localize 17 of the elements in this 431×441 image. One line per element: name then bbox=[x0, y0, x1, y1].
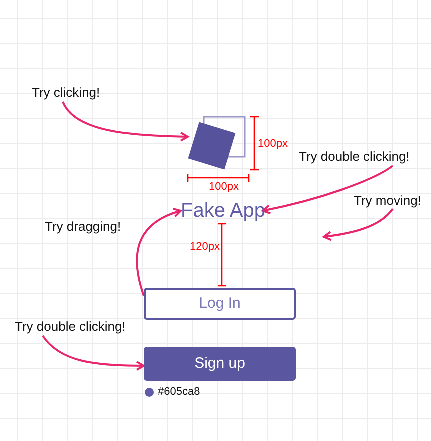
annotation-text: Try double clicking! bbox=[299, 148, 421, 166]
dimension-label: 100px bbox=[209, 181, 239, 193]
arrow bbox=[262, 165, 394, 214]
arrow bbox=[323, 208, 394, 242]
dimension-label: 100px bbox=[258, 138, 288, 150]
app-title: Fake App bbox=[181, 199, 263, 223]
annotation-text: Try clicking! bbox=[32, 84, 112, 102]
sign-up-button: Sign up bbox=[144, 347, 296, 381]
log-in-button: Log In bbox=[144, 288, 296, 320]
annotation-text: Try double clicking! bbox=[15, 318, 137, 336]
arrow bbox=[42, 335, 145, 371]
annotation-text: Try moving! bbox=[354, 193, 424, 209]
annotation-text: Try dragging! bbox=[45, 218, 122, 236]
arrow bbox=[136, 208, 182, 296]
arrow bbox=[62, 102, 189, 142]
dimension-label: 120px bbox=[190, 241, 220, 253]
color-code: #605ca8 bbox=[158, 386, 200, 398]
